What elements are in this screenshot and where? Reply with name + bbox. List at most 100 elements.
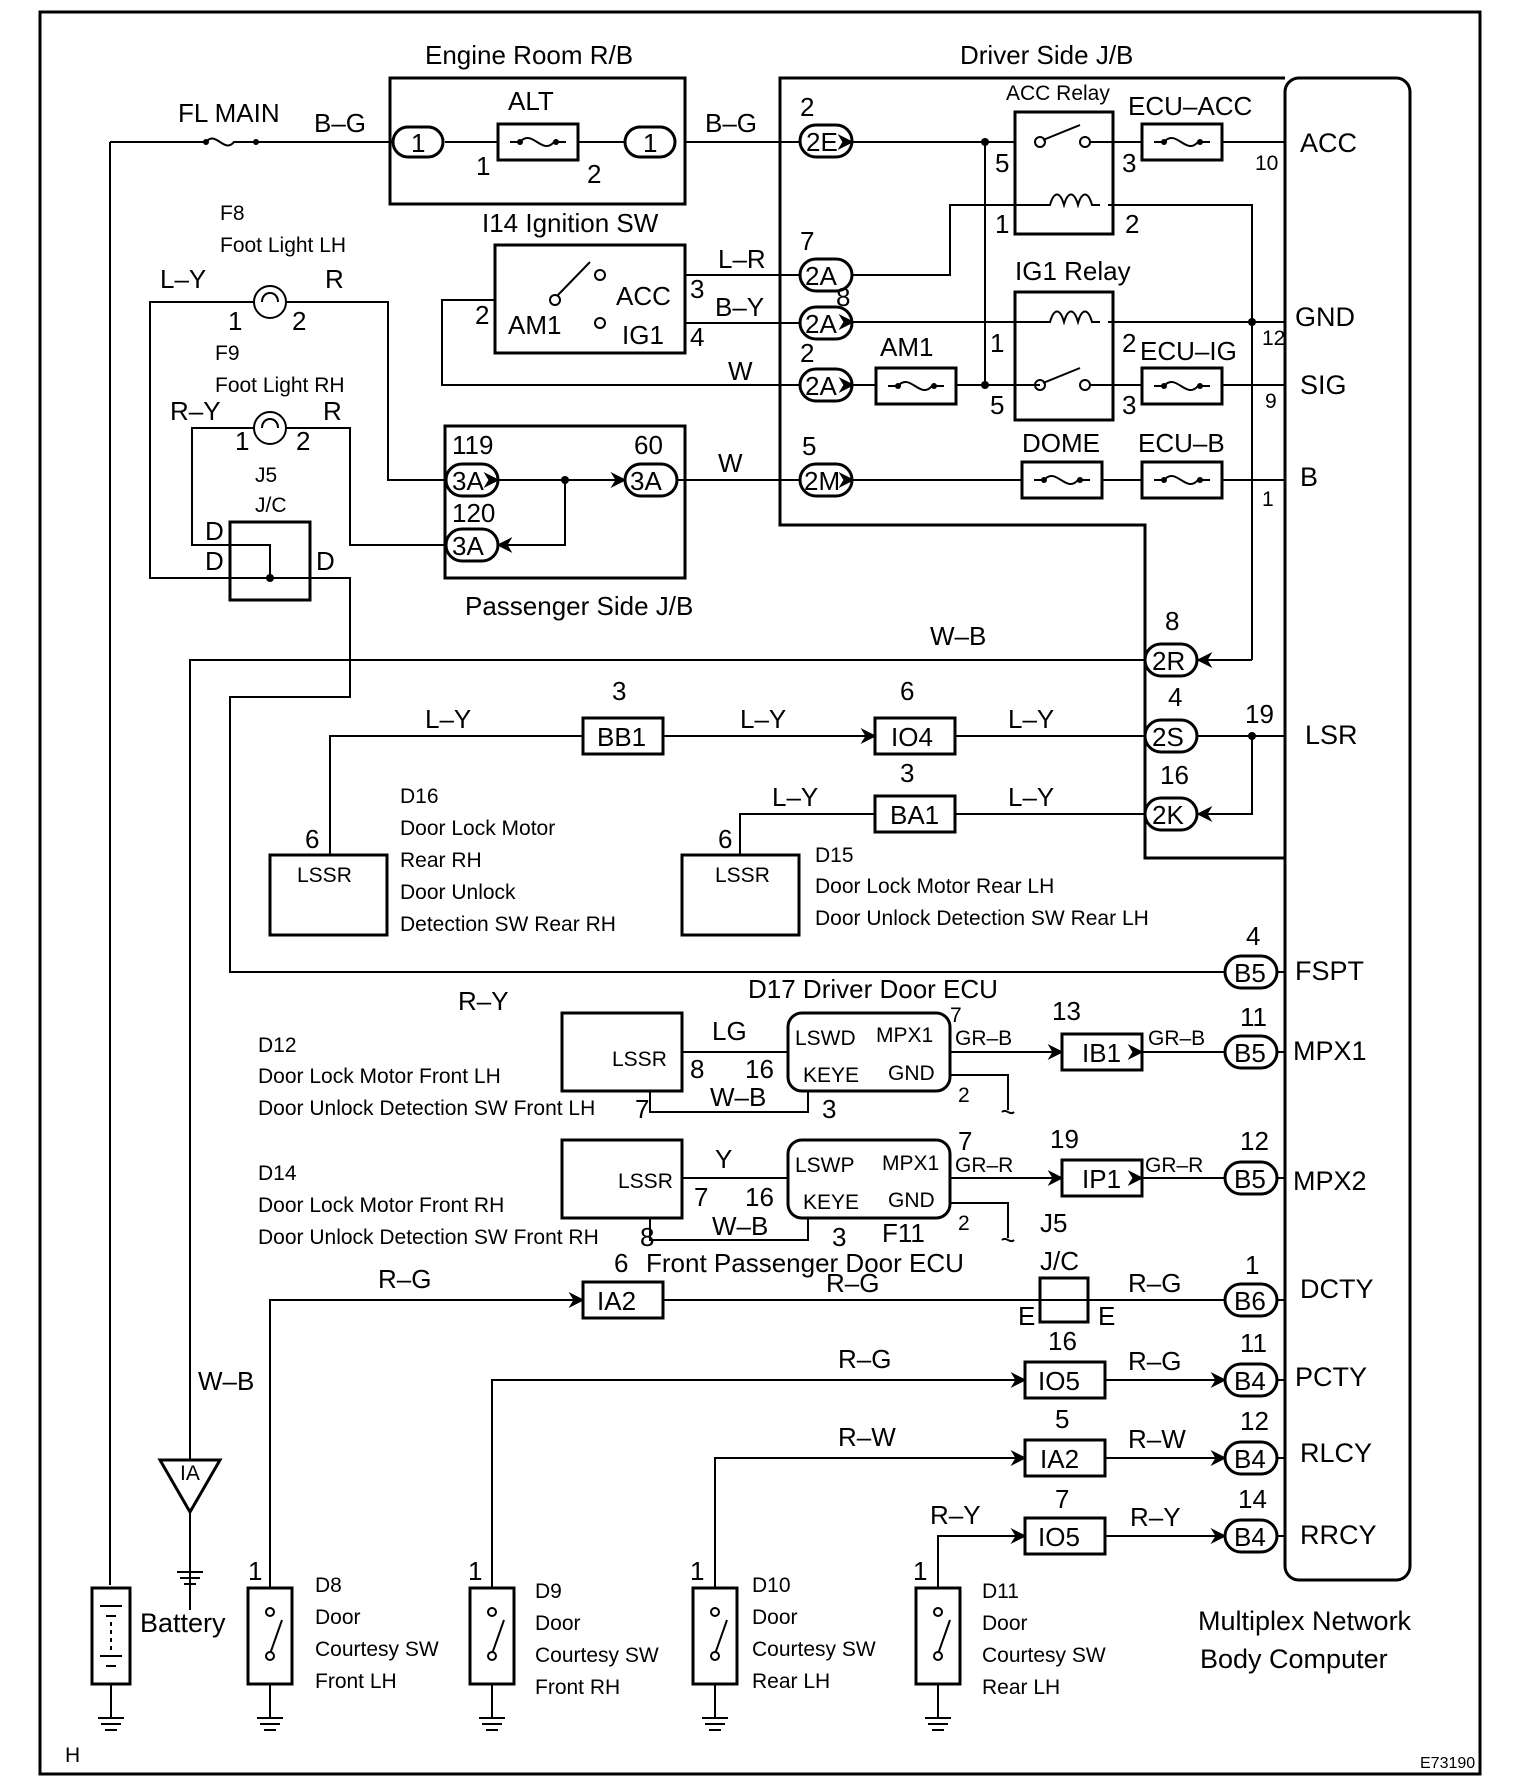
- svg-text:GND: GND: [888, 1189, 935, 1212]
- svg-text:1: 1: [995, 209, 1009, 239]
- svg-text:16: 16: [1048, 1326, 1077, 1356]
- svg-text:10: 10: [1255, 152, 1278, 175]
- svg-text:R–G: R–G: [1128, 1346, 1181, 1376]
- svg-text:19: 19: [1245, 699, 1274, 729]
- svg-text:3: 3: [832, 1222, 846, 1252]
- svg-text:1: 1: [476, 151, 490, 181]
- svg-text:3A: 3A: [452, 531, 484, 561]
- svg-text:R: R: [325, 264, 344, 294]
- svg-text:1: 1: [248, 1556, 262, 1586]
- terminal-gnd: GND: [1295, 302, 1355, 332]
- svg-text:Door Lock Motor: Door Lock Motor: [400, 817, 555, 840]
- svg-text:Detection SW Rear RH: Detection SW Rear RH: [400, 913, 616, 936]
- terminal-sig: SIG: [1300, 370, 1347, 400]
- battery-label: Battery: [140, 1608, 226, 1638]
- svg-text:Door: Door: [752, 1606, 798, 1629]
- body-computer-box: [1283, 76, 1412, 1582]
- acc-relay-label: ACC Relay: [1006, 82, 1110, 105]
- svg-text:ACC: ACC: [616, 281, 671, 311]
- svg-text:11: 11: [1240, 1328, 1267, 1358]
- svg-text:2: 2: [587, 159, 601, 189]
- svg-text:LSSR: LSSR: [297, 864, 352, 887]
- connector-2a-7: [798, 257, 854, 293]
- svg-text:R–Y: R–Y: [170, 396, 221, 426]
- svg-text:Y: Y: [715, 1144, 732, 1174]
- svg-text:Door: Door: [535, 1612, 581, 1635]
- connector-bb1: [581, 716, 665, 756]
- terminal-mpx2: MPX2: [1293, 1166, 1367, 1196]
- terminal-fspt: FSPT: [1295, 956, 1364, 986]
- svg-text:E: E: [1018, 1301, 1035, 1331]
- body-computer-title-2: Body Computer: [1200, 1644, 1388, 1674]
- svg-text:1: 1: [1262, 488, 1274, 511]
- svg-text:B–Y: B–Y: [715, 292, 764, 322]
- svg-text:Door Unlock: Door Unlock: [400, 881, 516, 904]
- svg-text:7: 7: [635, 1094, 649, 1124]
- svg-text:KEYE: KEYE: [803, 1191, 859, 1214]
- connector-ba1: [873, 794, 957, 834]
- svg-text:F9: F9: [215, 342, 240, 365]
- svg-text:W–B: W–B: [930, 621, 986, 651]
- svg-text:16: 16: [1160, 760, 1189, 790]
- terminal-rrcy: RRCY: [1300, 1520, 1377, 1550]
- svg-text:2: 2: [1125, 209, 1139, 239]
- ia-ground-triangle: [157, 1458, 223, 1516]
- svg-text:W–B: W–B: [198, 1366, 254, 1396]
- svg-text:GND: GND: [888, 1062, 935, 1085]
- svg-text:60: 60: [634, 430, 663, 460]
- svg-text:IA2: IA2: [597, 1286, 636, 1316]
- svg-text:J5: J5: [1040, 1208, 1067, 1238]
- svg-text:Front RH: Front RH: [535, 1676, 620, 1699]
- svg-text:W: W: [728, 356, 753, 386]
- svg-text:L–Y: L–Y: [1008, 704, 1054, 734]
- svg-text:W–B: W–B: [710, 1082, 766, 1112]
- svg-text:1: 1: [913, 1556, 927, 1586]
- ecu-ig-label: ECU–IG: [1140, 336, 1237, 366]
- d11-label: D11: [982, 1580, 1019, 1603]
- svg-text:Courtesy SW: Courtesy SW: [535, 1644, 659, 1667]
- svg-text:3: 3: [1122, 148, 1136, 178]
- corner-label-h: H: [65, 1744, 80, 1767]
- d16-lssr-box: [268, 853, 389, 937]
- acc-relay-box: [1013, 110, 1115, 236]
- svg-text:J/C: J/C: [255, 494, 287, 517]
- svg-text:L–Y: L–Y: [772, 782, 818, 812]
- svg-text:1: 1: [235, 426, 249, 456]
- svg-text:AM1: AM1: [508, 310, 561, 340]
- svg-text:7: 7: [950, 1004, 962, 1027]
- d17-title: D17 Driver Door ECU: [748, 974, 998, 1004]
- svg-text:B4: B4: [1234, 1444, 1266, 1474]
- svg-text:8: 8: [640, 1222, 654, 1252]
- ig1-relay-box: [1013, 290, 1115, 422]
- svg-text:5: 5: [802, 431, 816, 461]
- svg-text:4: 4: [690, 322, 704, 352]
- connector-io5-rrcy: [1023, 1516, 1107, 1556]
- svg-text:12: 12: [1240, 1406, 1269, 1436]
- svg-text:GR–R: GR–R: [1145, 1154, 1203, 1177]
- svg-text:J5: J5: [255, 464, 277, 487]
- svg-text:B4: B4: [1234, 1366, 1266, 1396]
- svg-text:5: 5: [990, 390, 1004, 420]
- svg-text:D: D: [205, 546, 224, 576]
- svg-text:L–Y: L–Y: [1008, 782, 1054, 812]
- svg-text:1: 1: [411, 128, 425, 158]
- svg-text:R–Y: R–Y: [1130, 1502, 1181, 1532]
- foot-light-lh-label: Foot Light LH: [220, 234, 346, 257]
- svg-text:IA: IA: [180, 1462, 200, 1485]
- svg-text:2: 2: [958, 1212, 970, 1235]
- d10-label: D10: [752, 1574, 791, 1597]
- svg-text:3: 3: [612, 676, 626, 706]
- figure-id: E73190: [1420, 1755, 1475, 1772]
- svg-text:Front LH: Front LH: [315, 1670, 397, 1693]
- svg-text:5: 5: [1055, 1404, 1069, 1434]
- svg-text:IB1: IB1: [1082, 1038, 1121, 1068]
- am1-fuse-label: AM1: [880, 332, 933, 362]
- svg-text:6: 6: [305, 824, 319, 854]
- terminal-b: B: [1300, 462, 1318, 492]
- svg-text:2A: 2A: [805, 261, 837, 291]
- svg-text:F8: F8: [220, 202, 245, 225]
- svg-text:R–G: R–G: [378, 1264, 431, 1294]
- svg-text:LSSR: LSSR: [618, 1170, 673, 1193]
- svg-text:KEYE: KEYE: [803, 1064, 859, 1087]
